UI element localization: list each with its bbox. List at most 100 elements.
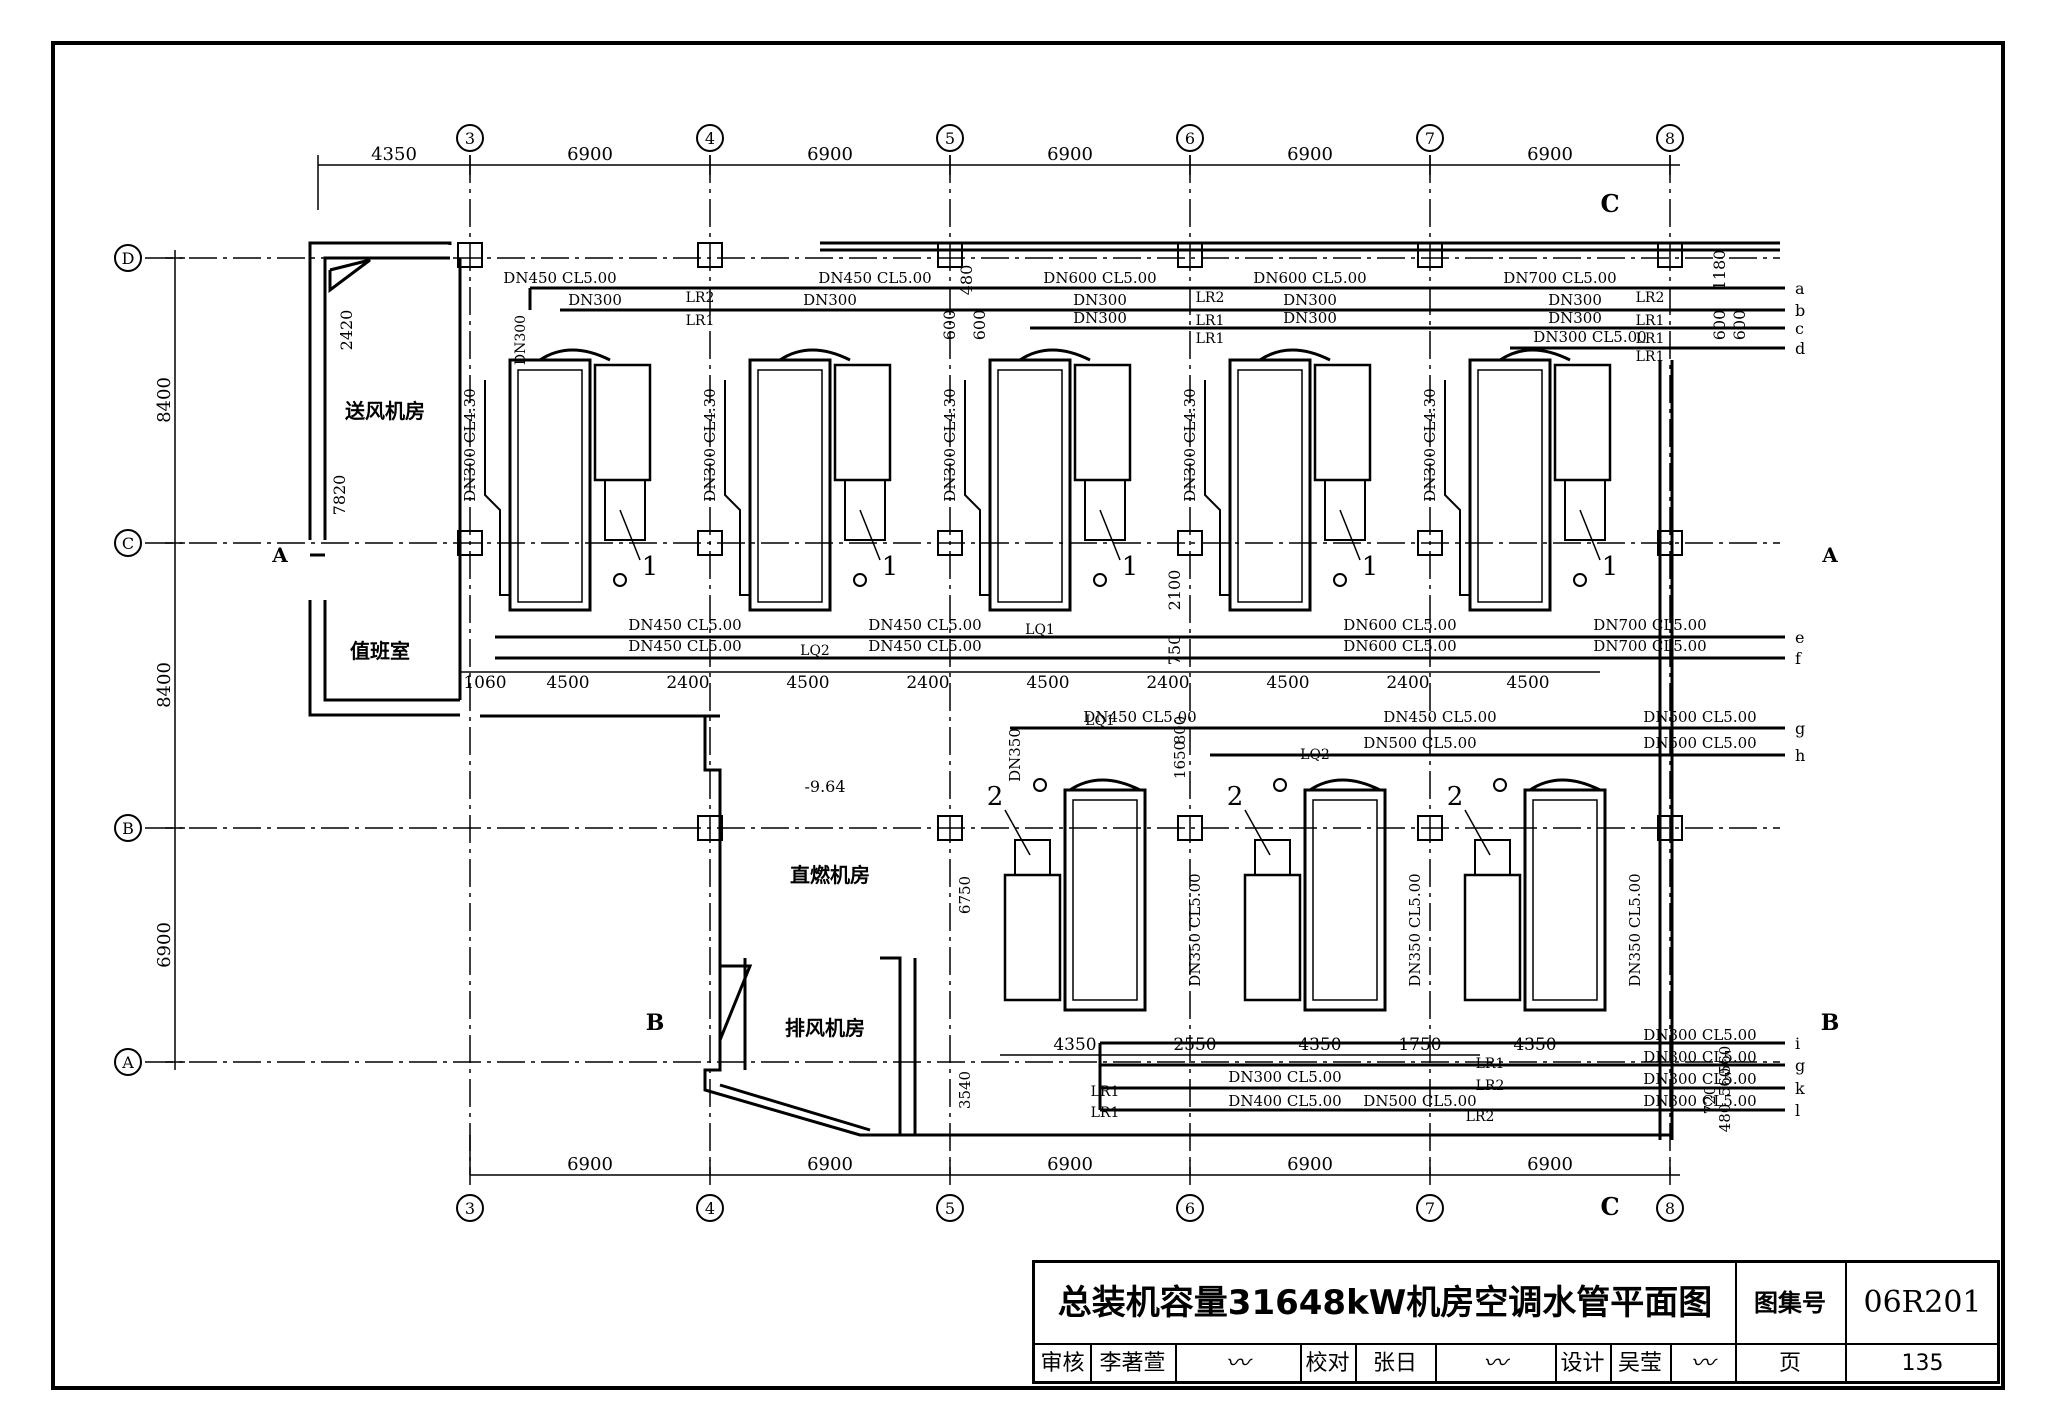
atlas-number-label: 图集号 [1735,1263,1847,1343]
upper-f-pipe-2: DN600 CL5.00 [1343,637,1456,655]
lower-riser-label-0: DN350 CL5.00 [1186,873,1204,986]
lower-chiller-3 [1463,778,1607,1012]
upper-dim-row-5: 4500 [1026,673,1069,693]
grid-bubble-bottom-7: 7 [1425,1199,1435,1218]
grid-bubble-bottom-3: 3 [465,1199,475,1218]
upper-lr2-label-3: DN600 CL5.00 [1253,269,1366,287]
title-block-row-title: 总装机容量31648kW机房空调水管平面图 图集号 06R201 [1035,1263,1997,1345]
bottom-dim-3: 6900 [1287,1154,1333,1175]
upper-lr2-label-1: DN450 CL5.00 [818,269,931,287]
pipe-letter-d-3: d [1795,339,1805,358]
lower-lq2-tag: LQ2 [1300,747,1330,763]
page-label: 页 [1735,1343,1847,1384]
upper-dn300-0: DN300 [568,291,622,309]
upper-vdim-7: 1180 [1710,250,1729,291]
upper-chiller-tag-2: 1 [882,552,899,582]
upper-dn300-4: DN300 [1283,291,1337,309]
pipe-letter-i-8: i [1795,1034,1800,1053]
lower-main-pipes [1010,726,1785,1112]
upper-dn300-6: DN300 [1548,291,1602,309]
room-duty: 值班室 [350,639,410,663]
upper-f-pipe-1: DN450 CL5.00 [868,637,981,655]
section-mark-c-bottom: C [1600,1192,1619,1221]
pipe-letter-l-11: l [1795,1101,1800,1120]
upper-lr2-tag-b: LR2 [1196,290,1225,306]
top-dim-4: 6900 [1287,144,1333,165]
title-block: 总装机容量31648kW机房空调水管平面图 图集号 06R201 审核 李著萱 … [1032,1260,2000,1384]
bottom-dim-2: 6900 [1047,1154,1093,1175]
grid-bubble-bottom-5: 5 [945,1199,955,1218]
upper-dim-row-3: 4500 [786,673,829,693]
grid-bubble-top-3: 3 [465,129,475,148]
lower-chiller-1 [1003,778,1147,1012]
left-dim-2: 6900 [154,922,175,968]
upper-e-pipe-3: DN700 CL5.00 [1593,616,1706,634]
upper-dn300-1: DN300 [803,291,857,309]
upper-lr1-tag-e: LR1 [1636,331,1665,347]
lower-dn350-label: DN350 [1006,728,1024,782]
room-supply-fan: 送风机房 [345,399,425,423]
lower-h-pipe-1: DN500 CL5.00 [1643,734,1756,752]
pipe-letter-a-0: a [1795,279,1805,298]
section-mark-b-left: B [646,1010,665,1036]
upper-chiller-tag-4: 1 [1362,552,1379,582]
upper-chiller-5 [1444,348,1612,612]
lower-riser-label-1: DN350 CL5.00 [1406,873,1424,986]
upper-dim-row-0: 1060 [463,673,506,693]
upper-dn300-2: DN300 [1073,291,1127,309]
lower-riser-label-2: DN350 CL5.00 [1626,873,1644,986]
page-number: 135 [1901,1351,1944,1376]
upper-lr2-label-0: DN450 CL5.00 [503,269,616,287]
lower-chiller-tag-3: 2 [1447,782,1464,812]
upper-dn300-5: DN300 [1283,309,1337,327]
grid-bubble-bottom-4: 4 [705,1199,715,1218]
upper-main-pipes [495,286,1785,660]
lower-g-pipe-0: DN450 CL5.00 [1083,708,1196,726]
reviewer-signature: 〰 [1175,1343,1302,1384]
upper-vdim-4: 600 [970,310,989,341]
upper-riser-label-3: DN300 CL4.30 [1181,388,1199,501]
reviewer-name: 李著萱 [1090,1343,1177,1384]
grid-bubble-bottom-6: 6 [1185,1199,1195,1218]
left-dim-1: 8400 [154,662,175,708]
atlas-number: 06R201 [1863,1285,1982,1320]
top-dim-0: 4350 [371,144,417,165]
pipe-letter-f-5: f [1795,649,1802,668]
lower-lq1-tag: LQ1 [1085,713,1115,729]
room-burner: 直燃机房 [790,863,870,887]
grid-bubble-bottom-3-circle [456,1194,484,1222]
pipe-letter-h-7: h [1795,746,1805,765]
bottom-dim-0: 6900 [567,1154,613,1175]
grid-bubble-bottom-8: 8 [1665,1199,1675,1218]
upper-dn300-7: DN300 [1548,309,1602,327]
upper-dim-row-1: 4500 [546,673,589,693]
upper-e-pipe-0: DN450 CL5.00 [628,616,741,634]
grid-bubble-top-6-circle [1176,124,1204,152]
upper-dim-row-9: 4500 [1506,673,1549,693]
grid-bubble-left-C: C [122,534,134,553]
upper-dim-row-6: 2400 [1146,673,1189,693]
lower-r-pipe-0: DN300 CL5.00 [1643,1048,1756,1066]
pipe-letter-g-6: g [1795,719,1805,738]
upper-lr2-label-4: DN700 CL5.00 [1503,269,1616,287]
designer-name: 吴莹 [1610,1343,1672,1384]
upper-vdim-2: 600 [940,310,959,341]
grid-lines-vertical [469,155,1671,1175]
walls [308,241,1780,1140]
checker-signature: 〰 [1435,1343,1557,1384]
grid-bubble-top-3-circle [456,124,484,152]
lower-vdim-6: 720 [1701,1086,1719,1115]
top-dim-2: 6900 [807,144,853,165]
upper-chiller-4 [1204,348,1372,612]
grid-bubble-top-5-circle [936,124,964,152]
elevation-mark: -9.64 [804,777,845,796]
upper-chiller-2 [724,348,892,612]
upper-dn300-cl-label: DN300 CL5.00 [1533,328,1646,346]
lower-lr-tag-4: LR2 [1466,1109,1495,1125]
sheet-border [51,41,2005,1390]
upper-chiller-units [484,348,1612,612]
grid-bubble-left-A-circle [114,1048,142,1076]
upper-chiller-tag-1: 1 [642,552,659,582]
pipe-letter-k-10: k [1795,1079,1805,1098]
top-dim-5: 6900 [1527,144,1573,165]
